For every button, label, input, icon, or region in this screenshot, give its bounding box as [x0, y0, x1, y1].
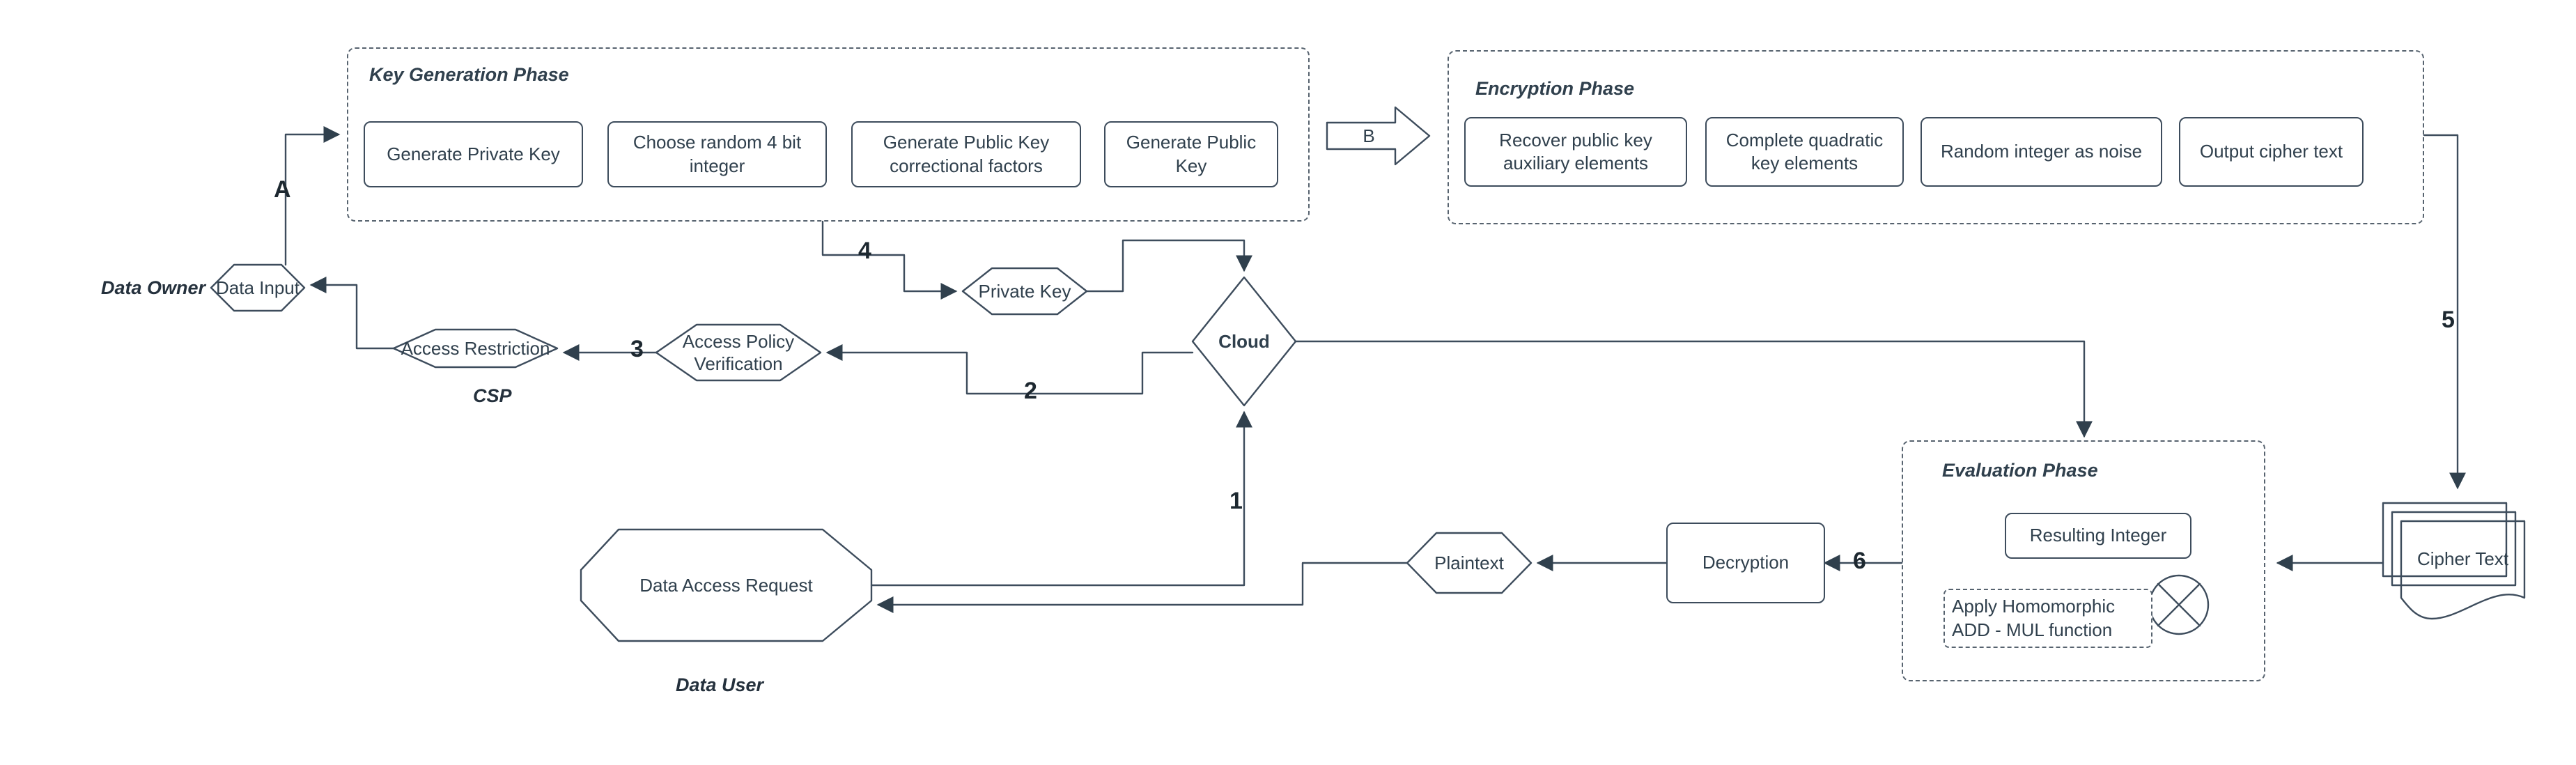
evaluation-resulting-integer[interactable]: Resulting Integer: [2005, 513, 2191, 559]
access-restriction-shape: [392, 328, 559, 369]
connector-a: [284, 126, 341, 266]
connector-plaintext-datauser: [876, 562, 1409, 613]
data-access-request-shape: [580, 528, 873, 642]
role-label-csp: CSP: [473, 385, 512, 406]
group-key-generation-phase: [347, 47, 1310, 222]
node-label-access-policy-verification: Access Policy Verification: [682, 330, 795, 375]
step-complete-quadratic-key-elements[interactable]: Complete quadratic key elements: [1705, 117, 1904, 187]
connector-accessrestriction-datainput: [309, 277, 395, 350]
step-generate-private-key[interactable]: Generate Private Key: [364, 121, 583, 187]
step-random-integer-as-noise[interactable]: Random integer as noise: [1921, 117, 2162, 187]
node-label-data-input: Data Input: [216, 277, 300, 298]
group-title-key-generation: Key Generation Phase: [369, 64, 569, 85]
cipher-text-shape-front: [2400, 520, 2526, 620]
connector-label-1: 1: [1229, 488, 1243, 514]
cipher-text-shape-back1: [2391, 511, 2517, 587]
node-label-cloud: Cloud: [1218, 330, 1270, 352]
connector-4: [821, 220, 958, 300]
private-key-shape: [961, 267, 1088, 316]
role-label-data-owner: Data Owner: [101, 277, 206, 298]
plaintext-shape: [1406, 532, 1533, 594]
group-title-encryption: Encryption Phase: [1475, 78, 1635, 99]
step-choose-random-4bit-integer[interactable]: Choose random 4 bit integer: [607, 121, 827, 187]
connector-label-5: 5: [2442, 307, 2455, 333]
node-label-private-key: Private Key: [978, 280, 1071, 302]
connector-label-2: 2: [1024, 378, 1037, 404]
connector-label-3: 3: [630, 336, 644, 362]
node-decryption[interactable]: Decryption: [1666, 523, 1825, 603]
node-label-plaintext: Plaintext: [1434, 552, 1504, 573]
cipher-text-shape-back2: [2382, 502, 2508, 578]
connector-privatekey-cloud: [1085, 239, 1252, 293]
group-title-evaluation: Evaluation Phase: [1942, 460, 2098, 481]
role-label-data-user: Data User: [676, 674, 764, 695]
connector-1: [870, 410, 1252, 587]
evaluation-homomorphic-function[interactable]: Apply Homomorphic ADD - MUL function: [1943, 589, 2152, 648]
step-generate-public-key[interactable]: Generate Public Key: [1104, 121, 1278, 187]
access-policy-verification-shape: [655, 323, 822, 382]
step-recover-public-key-auxiliary-elements[interactable]: Recover public key auxiliary elements: [1464, 117, 1687, 187]
connector-b-label: B: [1363, 125, 1375, 146]
node-label-cipher-text: Cipher Text: [2416, 548, 2509, 569]
connector-label-a: A: [274, 176, 291, 203]
connector-label-6: 6: [1853, 548, 1866, 574]
step-generate-public-key-correctional-factors[interactable]: Generate Public Key correctional factors: [851, 121, 1081, 187]
step-output-cipher-text[interactable]: Output cipher text: [2179, 117, 2364, 187]
connector-cloud-evaluation: [1294, 340, 2093, 438]
group-evaluation-phase: [1902, 440, 2265, 681]
connector-2: [825, 344, 1194, 395]
node-label-data-access-request: Data Access Request: [639, 574, 813, 596]
node-label-access-restriction: Access Restriction: [401, 337, 550, 359]
cloud-shape: [1191, 276, 1297, 407]
group-encryption-phase: [1448, 50, 2424, 224]
connector-label-4: 4: [858, 238, 871, 264]
data-input-shape: [210, 263, 306, 312]
